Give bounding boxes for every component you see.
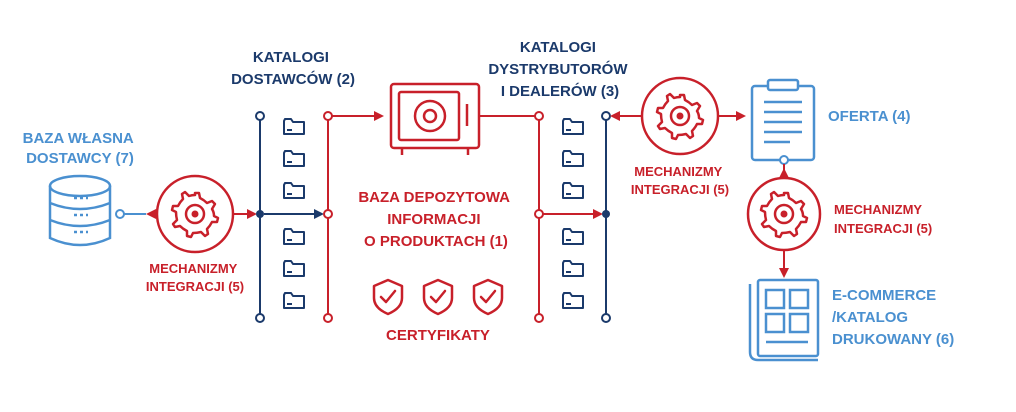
node xyxy=(256,210,264,218)
folder-icon xyxy=(562,292,584,309)
folder-icon xyxy=(562,150,584,167)
node xyxy=(779,155,789,165)
folder-icon xyxy=(283,260,305,277)
label-katalogi-dostawcow: KATALOGI DOSTAWCÓW (2) xyxy=(231,49,355,88)
folder-icon xyxy=(283,228,305,245)
node xyxy=(323,111,333,121)
database-icon xyxy=(48,174,112,247)
folder-icon xyxy=(562,118,584,135)
node xyxy=(323,209,333,219)
label-ecommerce: E-COMMERCE /KATALOG DRUKOWANY (6) xyxy=(832,287,954,348)
shield-check-icon xyxy=(372,278,404,316)
label-mechanizmy-right: MECHANIZMY INTEGRACJI (5) xyxy=(834,202,932,236)
gear-icon xyxy=(640,76,720,156)
folder-icon xyxy=(283,118,305,135)
folder-icon xyxy=(562,182,584,199)
folder-icon xyxy=(283,150,305,167)
node xyxy=(534,209,544,219)
folder-icon xyxy=(562,228,584,245)
gear-icon xyxy=(155,174,235,254)
safe-icon xyxy=(389,82,481,155)
folder-icon xyxy=(562,260,584,277)
node xyxy=(115,209,125,219)
folder-icon xyxy=(283,292,305,309)
label-oferta: OFERTA (4) xyxy=(828,108,911,125)
node xyxy=(601,111,611,121)
arrow xyxy=(146,209,156,219)
shield-check-icon xyxy=(422,278,454,316)
label-certyfikaty: CERTYFIKATY xyxy=(386,327,490,344)
label-baza-wlasna: BAZA WŁASNA DOSTAWCY (7) xyxy=(23,130,138,167)
label-katalogi-dystrybutorow: KATALOGI DYSTRYBUTORÓW I DEALERÓW (3) xyxy=(488,39,631,100)
gear-icon xyxy=(746,176,822,252)
node xyxy=(601,313,611,323)
label-baza-depozytowa: BAZA DEPOZYTOWA INFORMACJI O PRODUKTACH … xyxy=(358,189,513,250)
document-icon xyxy=(750,78,816,162)
label-mechanizmy-mid: MECHANIZMY INTEGRACJI (5) xyxy=(631,164,729,197)
arrow xyxy=(779,168,789,178)
arrow xyxy=(610,111,620,121)
node xyxy=(255,313,265,323)
catalog-icon xyxy=(748,278,820,362)
node xyxy=(255,111,265,121)
node xyxy=(323,313,333,323)
node xyxy=(602,210,610,218)
node xyxy=(534,111,544,121)
label-mechanizmy-left: MECHANIZMY INTEGRACJI (5) xyxy=(146,261,244,294)
node xyxy=(534,313,544,323)
shield-check-icon xyxy=(472,278,504,316)
folder-icon xyxy=(283,182,305,199)
